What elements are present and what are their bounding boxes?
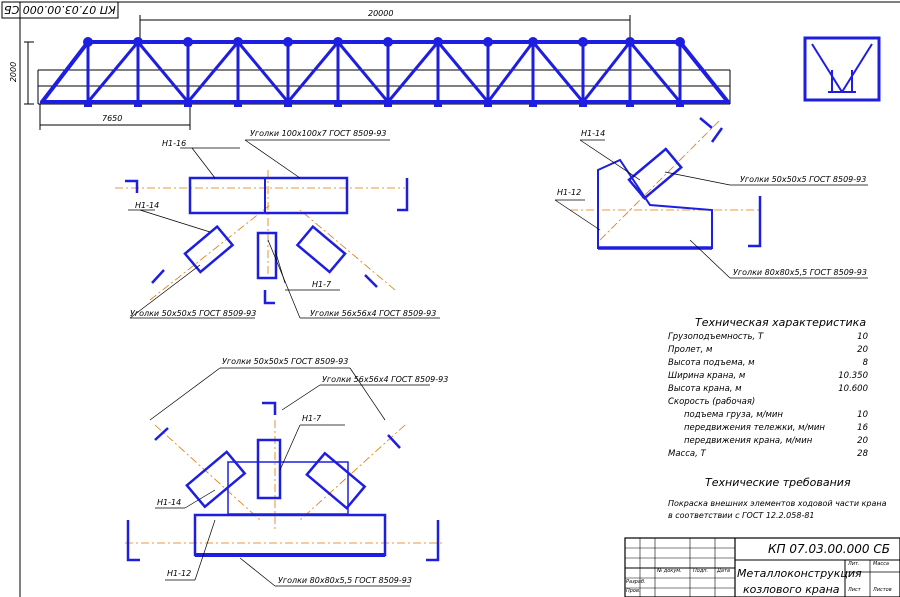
requirements-title: Технические требования — [705, 476, 851, 489]
callout-n12-b: Н1-12 — [557, 188, 582, 197]
spec-value: 8 — [862, 358, 868, 368]
spec-row: Высота подъема, м 8 — [668, 359, 878, 368]
truss-elevation — [24, 15, 731, 130]
spec-row: Грузоподъемность, Т 10 — [668, 333, 878, 342]
spec-label: Грузоподъемность, Т — [668, 332, 764, 342]
callout-n14-b: Н1-14 — [581, 129, 606, 138]
spec-row: Ширина крана, м 10.350 — [668, 372, 878, 381]
spec-row: Пролет, м 20 — [668, 346, 878, 355]
callout-angles-80-b: Уголки 80х80х5,5 ГОСТ 8509-93 — [733, 268, 867, 277]
node-detail-right — [554, 117, 868, 279]
spec-value: 10 — [857, 410, 868, 420]
specs-title: Техническая характеристика — [695, 316, 867, 329]
title-block-name-1: Металлоконструкция — [737, 567, 862, 580]
title-block-code: КП 07.03.00.000 СБ — [768, 542, 890, 556]
title-block-row-dev: Разраб. — [626, 579, 646, 585]
section-view — [803, 36, 881, 102]
spec-row: Скорость (рабочая) — [668, 398, 878, 407]
callout-n16: Н1-16 — [162, 139, 187, 148]
spec-value: 20 — [857, 436, 868, 446]
spec-label: Высота подъема, м — [668, 358, 755, 368]
title-block-row-check: Пров. — [626, 588, 641, 594]
spec-value: 10.350 — [838, 371, 868, 381]
spec-row: подъема груза, м/мин 10 — [668, 411, 878, 420]
callout-angles-56-c: Уголки 56х56х4 ГОСТ 8509-93 — [322, 375, 449, 384]
title-block-name-2: козлового крана — [743, 583, 840, 596]
title-block-col-date: Дата — [717, 568, 730, 574]
callout-n14-a: Н1-14 — [135, 201, 160, 210]
spec-row: передвижения крана, м/мин 20 — [668, 437, 878, 446]
spec-label: передвижения крана, м/мин — [684, 436, 813, 446]
callout-n7-c: Н1-7 — [302, 414, 322, 423]
dim-height: 2000 — [9, 61, 19, 83]
spec-value: 10.600 — [838, 384, 868, 394]
title-block — [624, 537, 900, 597]
node-detail-lower — [125, 367, 445, 587]
spec-label: передвижения тележки, м/мин — [684, 423, 825, 433]
spec-row: Масса, Т 28 — [668, 450, 878, 459]
callout-angles-50-b: Уголки 50х50х5 ГОСТ 8509-93 — [740, 175, 867, 184]
requirements-line2: в соответствии с ГОСТ 12.2.058-81 — [668, 511, 815, 520]
spec-value: 28 — [857, 449, 868, 459]
dim-offset: 7650 — [102, 114, 123, 123]
spec-value: 10 — [857, 332, 868, 342]
spec-row: передвижения тележки, м/мин 16 — [668, 424, 878, 433]
spec-label: Пролет, м — [668, 345, 713, 355]
callout-n12-c: Н1-12 — [167, 569, 192, 578]
dim-span: 20000 — [368, 9, 394, 18]
title-block-lit: Лит. — [848, 561, 860, 567]
spec-label: Скорость (рабочая) — [668, 397, 756, 407]
spec-value: 16 — [857, 423, 868, 433]
title-block-sheet: Лист — [848, 587, 861, 593]
spec-row: Высота крана, м 10.600 — [668, 385, 878, 394]
callout-angles-50-c: Уголки 50х50х5 ГОСТ 8509-93 — [222, 357, 349, 366]
spec-value: 20 — [857, 345, 868, 355]
callout-angles-50-a: Уголки 50х50х5 ГОСТ 8509-93 — [130, 309, 257, 318]
title-block-mass: Масса — [873, 561, 889, 567]
spec-label: Ширина крана, м — [668, 371, 746, 381]
requirements-line1: Покраска внешних элементов ходовой части… — [668, 499, 887, 508]
callout-top-angles: Уголки 100х100х7 ГОСТ 8509-93 — [250, 129, 387, 138]
callout-n14-c: Н1-14 — [157, 498, 182, 507]
callout-angles-80-c: Уголки 80х80х5,5 ГОСТ 8509-93 — [278, 576, 412, 585]
callout-angles-56-a: Уголки 56х56х4 ГОСТ 8509-93 — [310, 309, 437, 318]
callout-n7-a: Н1-7 — [312, 280, 332, 289]
corner-stamp: КП 07.03.00.000 СБ — [4, 3, 116, 16]
node-detail-upper — [115, 139, 440, 319]
title-block-sheets: Листов — [873, 587, 892, 593]
spec-label: Масса, Т — [668, 449, 706, 459]
spec-label: подъема груза, м/мин — [684, 410, 783, 420]
title-block-col-doc: № докум. — [657, 568, 682, 574]
title-block-col-sign: Подп. — [693, 568, 709, 574]
spec-label: Высота крана, м — [668, 384, 742, 394]
